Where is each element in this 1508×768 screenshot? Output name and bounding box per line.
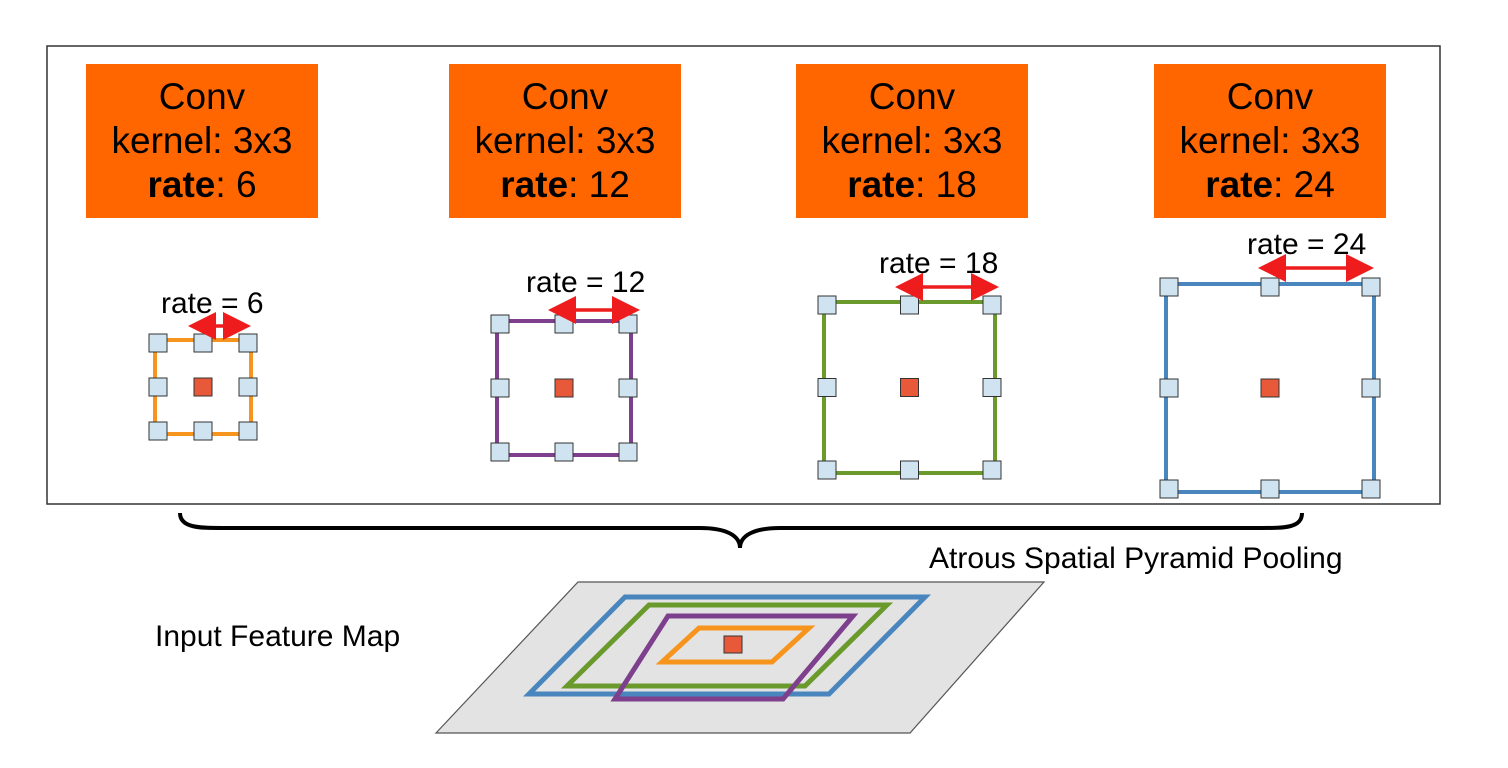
- kernel-sample-cell: [148, 377, 168, 397]
- input-feature-map-label: Input Feature Map: [155, 620, 401, 653]
- conv-kernel-label: kernel: 3x3: [111, 120, 293, 161]
- kernel-sample-cell: [1361, 378, 1381, 398]
- rate-word: rate: [500, 164, 569, 205]
- kernel-rate-6: [148, 333, 258, 441]
- kernel-sample-cell: [1260, 479, 1280, 499]
- rate-value: 6: [235, 164, 257, 205]
- rate-separator: :: [215, 164, 236, 205]
- kernel-sample-cell: [148, 333, 168, 353]
- kernel-sample-cell: [618, 314, 638, 334]
- conv-title: Conv: [868, 76, 956, 117]
- kernel-sample-cell: [554, 314, 574, 334]
- rate-separator: :: [1273, 164, 1294, 205]
- kernel-sample-cell: [490, 378, 510, 398]
- conv-box-rate-12: Conv kernel: 3x3 rate: 12: [449, 64, 681, 218]
- kernel-sample-cell: [1361, 277, 1381, 297]
- footprint-rate-18: [560, 602, 894, 689]
- rate-word: rate: [847, 164, 916, 205]
- rate-word: rate: [1205, 164, 1274, 205]
- conv-rate-line: rate: 6: [147, 163, 256, 207]
- kernel-sample-cell: [238, 377, 258, 397]
- conv-rate-line: rate: 18: [847, 163, 977, 207]
- kernel-sample-cell: [238, 421, 258, 441]
- kernel-sample-cell: [900, 460, 919, 480]
- rate-separator: :: [568, 164, 589, 205]
- kernel-sample-cell: [618, 378, 638, 398]
- conv-kernel-label: kernel: 3x3: [474, 120, 656, 161]
- rate-value: 18: [935, 164, 977, 205]
- feature-map-center-cell: [723, 635, 743, 654]
- footprint-rate-24: [523, 594, 931, 697]
- kernel-sample-cell: [900, 295, 919, 315]
- rate-annotation-24: rate = 24: [1247, 228, 1367, 261]
- rate-separator: :: [915, 164, 936, 205]
- footprint-rate-6: [655, 625, 816, 665]
- conv-title: Conv: [158, 76, 246, 117]
- aspp-label: Atrous Spatial Pyramid Pooling: [929, 542, 1343, 575]
- kernel-sample-cell: [238, 333, 258, 353]
- footprint-rate-12: [610, 613, 859, 702]
- kernel-sample-cell: [817, 295, 837, 315]
- kernel-sample-cell: [193, 333, 213, 353]
- kernel-sample-cell: [817, 378, 837, 397]
- conv-rate-line: rate: 12: [500, 163, 630, 207]
- kernel-center-cell: [1260, 378, 1280, 398]
- kernel-sample-cell: [148, 421, 168, 441]
- kernel-center-cell: [900, 378, 919, 397]
- kernel-sample-cell: [1361, 479, 1381, 499]
- rate-annotation-18: rate = 18: [879, 247, 999, 280]
- rate-value: 24: [1293, 164, 1335, 205]
- curly-brace: [178, 512, 1304, 549]
- kernel-center-cell: [554, 378, 574, 398]
- conv-kernel-label: kernel: 3x3: [1179, 120, 1361, 161]
- kernel-sample-cell: [1159, 277, 1179, 297]
- conv-box-rate-18: Conv kernel: 3x3 rate: 18: [796, 64, 1028, 218]
- kernel-sample-cell: [618, 442, 638, 462]
- kernel-sample-cell: [982, 460, 1002, 480]
- rate-annotation-12: rate = 12: [526, 266, 646, 299]
- kernel-rate-24: [1159, 277, 1381, 499]
- kernel-sample-cell: [490, 442, 510, 462]
- kernel-sample-cell: [982, 378, 1002, 397]
- rate-annotation-6: rate = 6: [161, 287, 264, 320]
- rate-value: 12: [588, 164, 630, 205]
- kernel-rate-18: [817, 295, 1002, 480]
- kernel-sample-cell: [193, 421, 213, 441]
- kernel-rate-12: [490, 314, 638, 462]
- kernel-sample-cell: [982, 295, 1002, 315]
- kernel-sample-cell: [554, 442, 574, 462]
- kernel-sample-cell: [817, 460, 837, 480]
- kernel-sample-cell: [1159, 378, 1179, 398]
- kernel-center-cell: [193, 377, 213, 397]
- kernel-sample-cell: [1260, 277, 1280, 297]
- kernel-sample-cell: [1159, 479, 1179, 499]
- conv-title: Conv: [1226, 76, 1314, 117]
- conv-title: Conv: [521, 76, 609, 117]
- rate-word: rate: [147, 164, 216, 205]
- conv-kernel-label: kernel: 3x3: [821, 120, 1003, 161]
- kernel-sample-cell: [490, 314, 510, 334]
- conv-rate-line: rate: 24: [1205, 163, 1335, 207]
- conv-box-rate-24: Conv kernel: 3x3 rate: 24: [1154, 64, 1386, 218]
- conv-box-rate-6: Conv kernel: 3x3 rate: 6: [86, 64, 318, 218]
